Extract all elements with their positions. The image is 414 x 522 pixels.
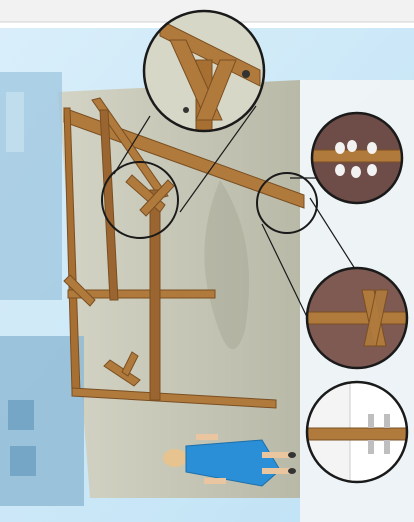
back-wall bbox=[58, 80, 300, 498]
callout-cross-joint bbox=[305, 266, 409, 370]
woman-figure bbox=[163, 434, 296, 487]
pergola-frame bbox=[63, 97, 305, 409]
wall-shadow bbox=[204, 180, 250, 350]
focus-circle-corner bbox=[101, 161, 179, 239]
focus-circle-beam bbox=[256, 172, 318, 234]
glass-structure bbox=[0, 72, 84, 506]
callout-floor-fixing bbox=[305, 380, 409, 484]
callout-corner-brace bbox=[142, 9, 266, 133]
callout-bolt-anchor bbox=[310, 111, 404, 205]
